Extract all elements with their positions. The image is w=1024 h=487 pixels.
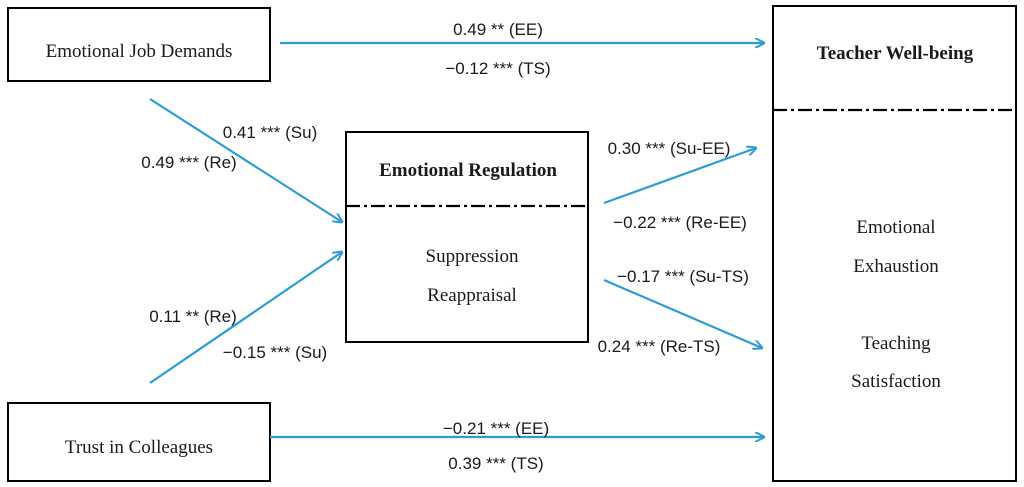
- emotional-job-demands-box: Emotional Job Demands: [7, 7, 271, 82]
- suppression-label: Suppression: [426, 246, 519, 267]
- coef-su-ts: −0.17 *** (Su-TS): [617, 267, 749, 286]
- coef-tic-re: 0.11 ** (Re): [149, 307, 237, 326]
- arrow-ejd-to-regulation: [149, 98, 342, 222]
- satisfaction-label: Satisfaction: [851, 371, 941, 392]
- teacher-wellbeing-title: Teacher Well-being: [817, 43, 974, 64]
- coef-ejd-ts: −0.12 *** (TS): [445, 59, 550, 78]
- arrow-regulation-to-ts: [603, 278, 762, 348]
- coef-su-ee: 0.30 *** (Su-EE): [608, 139, 731, 158]
- coef-ejd-su: 0.41 *** (Su): [223, 123, 318, 142]
- coef-ejd-ee: 0.49 ** (EE): [453, 20, 543, 39]
- coef-ejd-re: 0.49 *** (Re): [141, 153, 236, 172]
- coef-tic-ee: −0.21 *** (EE): [443, 419, 549, 438]
- trust-in-colleagues-box: Trust in Colleagues: [7, 402, 271, 482]
- teacher-wellbeing-box: Teacher Well-being Emotional Exhaustion …: [772, 5, 1017, 482]
- teaching-label: Teaching: [861, 333, 931, 354]
- exhaustion-label: Exhaustion: [853, 256, 939, 277]
- emotional-regulation-box: Emotional Regulation Suppression Reappra…: [345, 131, 589, 343]
- emotional-label: Emotional: [856, 217, 935, 238]
- emotional-job-demands-label: Emotional Job Demands: [46, 41, 233, 62]
- coef-tic-su: −0.15 *** (Su): [223, 343, 327, 362]
- reappraisal-label: Reappraisal: [427, 285, 517, 306]
- arrow-trust-to-regulation: [149, 252, 342, 384]
- emotional-regulation-title: Emotional Regulation: [379, 160, 557, 181]
- coef-re-ee: −0.22 *** (Re-EE): [613, 213, 747, 232]
- coef-re-ts: 0.24 *** (Re-TS): [598, 337, 721, 356]
- trust-in-colleagues-label: Trust in Colleagues: [65, 437, 213, 458]
- coef-tic-ts: 0.39 *** (TS): [448, 454, 543, 473]
- arrow-regulation-to-ee: [603, 148, 756, 205]
